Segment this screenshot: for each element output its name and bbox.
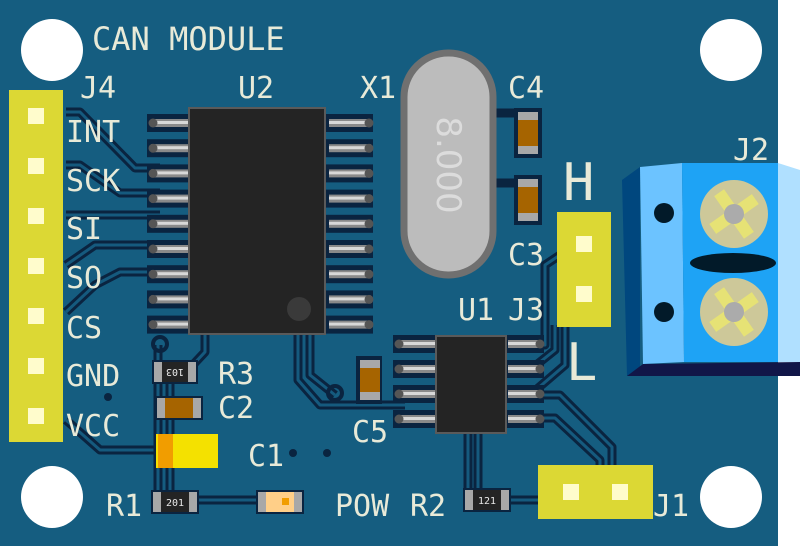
mounting-hole-top-left bbox=[21, 19, 83, 81]
u2-pin-right bbox=[325, 139, 374, 158]
j1-ref-label: J1 bbox=[653, 489, 689, 524]
u2-pin-left bbox=[147, 139, 191, 158]
j2-ref-label: J2 bbox=[733, 133, 769, 168]
j3-ref-label: J3 bbox=[508, 293, 544, 328]
u2-pin-left bbox=[147, 240, 191, 258]
u1-chip[interactable] bbox=[435, 335, 507, 434]
u1-pin-left bbox=[393, 335, 438, 353]
r3-ref-label: R3 bbox=[218, 357, 254, 392]
r1-resistor[interactable]: 201 bbox=[151, 490, 199, 514]
board-title: CAN MODULE bbox=[92, 20, 285, 58]
j4-pin-sck-pad[interactable] bbox=[28, 158, 44, 174]
c2-capacitor[interactable] bbox=[155, 396, 203, 420]
pow-led[interactable] bbox=[256, 490, 304, 514]
u1-pin-right bbox=[504, 385, 545, 403]
u2-pin-right bbox=[325, 315, 374, 334]
pow-led-label: POW bbox=[335, 489, 390, 524]
u2-pin-left bbox=[147, 265, 191, 284]
j4-pin-label-int: INT bbox=[66, 115, 120, 150]
j3-label-h: H bbox=[563, 153, 594, 213]
r1-marking: 201 bbox=[166, 498, 184, 509]
j2-terminal-block[interactable] bbox=[622, 163, 800, 376]
x1-ref-label: X1 bbox=[360, 71, 396, 106]
j1-pin2-pad[interactable] bbox=[612, 484, 628, 500]
u1-pins bbox=[393, 335, 545, 428]
j4-pin-label-sck: SCK bbox=[66, 164, 120, 199]
j3-label-l: L bbox=[566, 333, 597, 393]
j4-pin-so-pad[interactable] bbox=[28, 258, 44, 274]
u2-pin-right bbox=[325, 189, 374, 208]
u2-pin-left bbox=[147, 290, 191, 309]
j4-pin-label-gnd: GND bbox=[66, 359, 120, 394]
u2-pin-left bbox=[147, 164, 191, 183]
j2-screw-top[interactable] bbox=[700, 180, 768, 248]
j4-pin-gnd-pad[interactable] bbox=[28, 358, 44, 374]
j4-ref-label: J4 bbox=[80, 71, 116, 106]
j4-pin-si-pad[interactable] bbox=[28, 208, 44, 224]
u2-chip[interactable] bbox=[188, 107, 326, 335]
c1-ref-label: C1 bbox=[248, 439, 284, 474]
r3-marking: 103 bbox=[166, 366, 184, 377]
j4-pin-label-cs: CS bbox=[66, 311, 102, 346]
mounting-hole-top-right bbox=[700, 19, 762, 81]
r1-ref-label: R1 bbox=[106, 489, 142, 524]
j3-header[interactable] bbox=[557, 212, 611, 327]
u2-pin-left bbox=[147, 189, 191, 208]
r3-resistor[interactable]: 103 bbox=[152, 360, 198, 384]
u1-pin-right bbox=[504, 410, 545, 428]
u2-pin-left bbox=[147, 315, 191, 334]
u1-pin-left bbox=[393, 385, 438, 403]
j4-pin-vcc-pad[interactable] bbox=[28, 408, 44, 424]
u2-pin-right bbox=[325, 240, 374, 258]
mounting-hole-bottom-right bbox=[700, 466, 762, 528]
r2-resistor[interactable]: 121 bbox=[463, 488, 511, 512]
c5-ref-label: C5 bbox=[352, 415, 388, 450]
j4-pin-label-vcc: VCC bbox=[66, 409, 120, 444]
c2-ref-label: C2 bbox=[218, 391, 254, 426]
u2-ref-label: U2 bbox=[238, 71, 274, 106]
r2-ref-label: R2 bbox=[410, 489, 446, 524]
u2-pin-right bbox=[325, 114, 374, 132]
mounting-hole-bottom-left bbox=[21, 466, 83, 528]
u2-pin-right bbox=[325, 290, 374, 309]
u1-pin-right bbox=[504, 335, 545, 353]
c5-capacitor[interactable] bbox=[356, 356, 382, 404]
u2-pins bbox=[147, 114, 374, 334]
j4-header[interactable] bbox=[9, 90, 63, 442]
j3-pin-l-pad[interactable] bbox=[576, 286, 592, 302]
j4-pin-int-pad[interactable] bbox=[28, 108, 44, 124]
c3-ref-label: C3 bbox=[508, 238, 544, 273]
j1-header[interactable] bbox=[538, 465, 653, 519]
j3-pin-h-pad[interactable] bbox=[576, 236, 592, 252]
c1-capacitor[interactable] bbox=[156, 434, 218, 468]
j1-pin1-pad[interactable] bbox=[563, 484, 579, 500]
u1-pin-left bbox=[393, 360, 438, 378]
u2-pin-right bbox=[325, 265, 374, 284]
j2-screw-bottom[interactable] bbox=[700, 278, 768, 346]
x1-marking: 8.000 bbox=[428, 116, 468, 213]
u2-pin1-marker bbox=[287, 297, 311, 321]
u2-pin-left bbox=[147, 114, 191, 132]
u2-pin-right bbox=[325, 214, 374, 233]
x1-crystal[interactable]: 8.000 bbox=[400, 49, 497, 279]
j4-pin-label-si: SI bbox=[66, 212, 102, 247]
c3-capacitor[interactable] bbox=[514, 175, 542, 225]
u1-ref-label: U1 bbox=[458, 293, 494, 328]
vias bbox=[104, 335, 344, 457]
j4-pin-label-so: SO bbox=[66, 261, 102, 296]
j4-pin-cs-pad[interactable] bbox=[28, 308, 44, 324]
u1-pin-left bbox=[393, 410, 438, 428]
u1-pin-right bbox=[504, 360, 545, 378]
c4-ref-label: C4 bbox=[508, 71, 544, 106]
c4-capacitor[interactable] bbox=[514, 108, 542, 158]
r2-marking: 121 bbox=[478, 496, 496, 507]
u2-pin-left bbox=[147, 214, 191, 233]
u2-pin-right bbox=[325, 164, 374, 183]
